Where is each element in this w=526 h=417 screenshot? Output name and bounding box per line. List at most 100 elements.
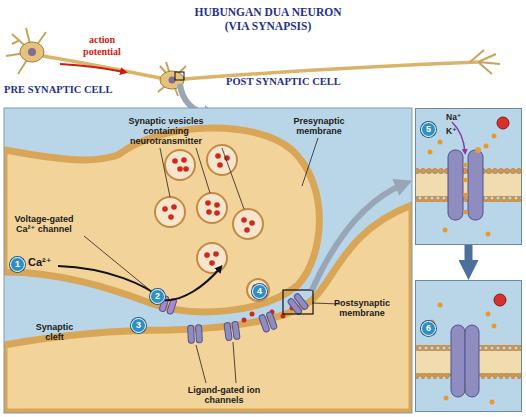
ligand-gated-channel <box>224 322 232 341</box>
ligand-gated-channel <box>188 293 310 344</box>
synaptic-vesicle <box>214 202 220 208</box>
channel-open-panel <box>486 232 491 237</box>
synaptic-vesicle <box>177 166 183 172</box>
synaptic-vesicle <box>247 279 269 301</box>
neuron-pair <box>169 77 176 84</box>
neurotransmitter <box>242 318 247 323</box>
channel-open-panel <box>463 178 468 183</box>
neuron-pair <box>470 50 500 74</box>
callout-number: 5 <box>421 122 436 137</box>
leader-line <box>196 345 206 383</box>
part-label: Postsynaptic membrane <box>322 298 402 318</box>
ion-label: Ca²⁺ <box>28 256 68 269</box>
part-label: Presynaptic membrane <box>284 116 354 136</box>
neuron-pair <box>43 56 160 78</box>
synaptic-vesicle <box>155 197 185 227</box>
synaptic-vesicle <box>197 193 227 223</box>
synaptic-vesicle <box>209 260 215 266</box>
synaptic-vesicle <box>171 204 177 210</box>
callout-number: 2 <box>150 289 165 304</box>
channel-open-panel <box>443 228 448 233</box>
channel-open-panel <box>428 150 433 155</box>
callout-number: 3 <box>131 318 146 333</box>
ligand-gated-channel <box>196 325 203 343</box>
synaptic-vesicle <box>213 251 219 257</box>
callout-number: 4 <box>252 284 267 299</box>
callout-number: 6 <box>421 321 436 336</box>
channel-closed-panel <box>438 303 443 308</box>
leader-line <box>233 342 236 383</box>
neuron-pair <box>175 72 184 80</box>
channel-open-panel <box>448 150 463 220</box>
ion-label: Na⁺ <box>446 112 461 122</box>
synaptic-vesicle <box>181 157 187 163</box>
neuron-pair <box>28 48 36 56</box>
channel-closed-panel <box>494 294 506 306</box>
leader-line <box>222 148 244 209</box>
synaptic-vesicle <box>215 153 221 159</box>
synaptic-vesicle <box>183 166 189 172</box>
calcium-arrow <box>58 266 220 300</box>
synaptic-vesicle <box>241 217 247 223</box>
synaptic-vesicle <box>233 209 263 239</box>
cell-label: PRE SYNAPTIC CELL <box>4 84 134 96</box>
channel-open-panel <box>463 193 468 198</box>
channel-closed-panel <box>492 324 497 329</box>
synaptic-vesicle <box>165 150 195 180</box>
part-label: Ligand-gated ion channels <box>184 385 264 405</box>
part-label: Synaptic cleft <box>32 322 77 342</box>
ligand-gated-channel <box>266 311 278 330</box>
synaptic-vesicle <box>172 158 178 164</box>
ion-label: K⁺ <box>446 126 457 136</box>
synaptic-vesicle <box>217 162 223 168</box>
leader-line <box>302 138 318 186</box>
synaptic-vesicle <box>247 279 269 301</box>
neurotransmitter <box>250 312 255 317</box>
panel-frame <box>4 108 412 413</box>
synaptic-vesicle <box>249 220 255 226</box>
ligand-gated-channel <box>232 321 240 340</box>
postsynaptic-cell <box>4 205 412 412</box>
synaptic-vesicle <box>244 227 250 233</box>
ligand-gated-channel <box>188 325 195 343</box>
ligand-gated-channel <box>293 293 309 311</box>
neuron-pair <box>20 42 44 62</box>
synaptic-vesicle <box>168 214 174 220</box>
channel-open-panel <box>484 144 489 149</box>
leader-line <box>84 236 162 300</box>
synaptic-vesicle <box>197 243 227 273</box>
channel-closed-panel <box>486 312 491 317</box>
cell-label: POST SYNAPTIC CELL <box>226 76 386 88</box>
channel-open-panel <box>415 108 522 245</box>
ligand-gated-channel <box>188 325 203 344</box>
channel-open-panel <box>497 117 509 129</box>
synaptic-vesicle <box>204 252 210 258</box>
channel-closed-panel <box>415 280 522 412</box>
channel-open-panel <box>463 163 468 168</box>
ligand-gated-channel <box>287 293 309 316</box>
synaptic-vesicle <box>162 206 168 212</box>
step-panel: 5 Na⁺ K⁺ <box>415 108 522 245</box>
channel-closed-panel <box>490 400 495 405</box>
channel-closed-panel <box>444 396 449 401</box>
synaptic-vesicle <box>155 197 185 227</box>
leader-line <box>196 148 210 193</box>
channel-open-panel <box>415 108 522 245</box>
synaptic-vesicle <box>206 209 212 215</box>
leader-line <box>160 148 170 197</box>
ligand-gated-channel <box>224 321 240 341</box>
callout-number: 1 <box>10 257 25 272</box>
synaptic-vesicle <box>233 209 263 239</box>
channel-closed-panel <box>451 325 465 397</box>
step-panel: 6 <box>415 280 522 412</box>
part-label: Voltage-gated Ca²⁺ channel <box>4 214 84 234</box>
channel-closed-panel <box>415 280 522 412</box>
synaptic-vesicle <box>197 243 227 273</box>
presynaptic-terminal <box>4 128 319 312</box>
synaptic-vesicle <box>207 145 237 175</box>
part-label: Synaptic vesicles containing neurotransm… <box>116 116 216 146</box>
channel-closed-panel <box>465 325 479 397</box>
